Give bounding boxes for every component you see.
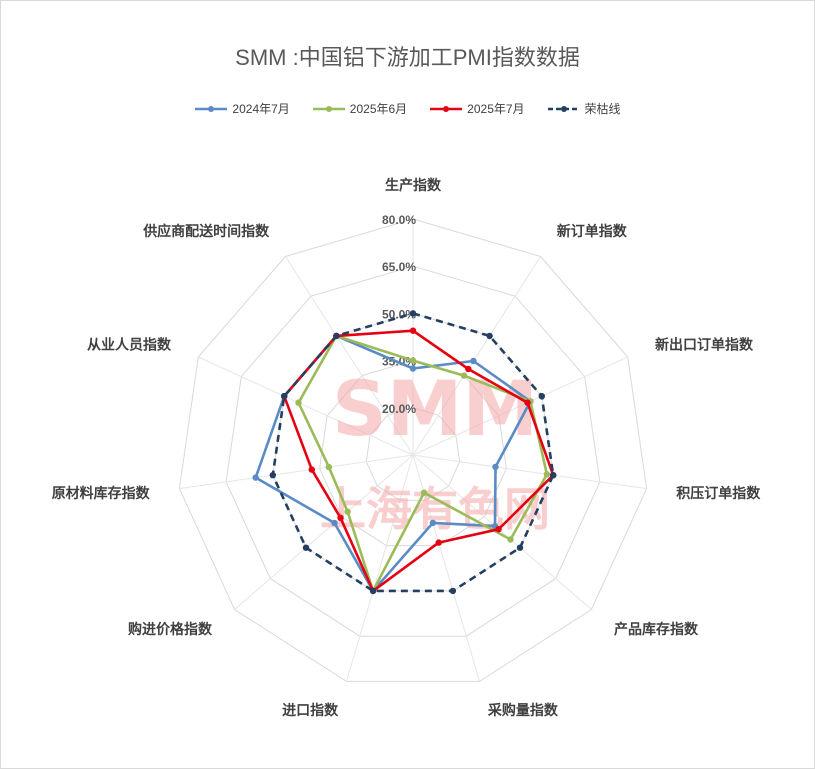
legend-swatch-0 [195, 105, 228, 112]
legend-item-3: 荣枯线 [547, 100, 621, 117]
tick-label-2: 50.0% [382, 307, 416, 321]
category-label-6: 进口指数 [282, 702, 339, 719]
spoke-8 [179, 454, 414, 490]
series-3-point-0 [409, 310, 417, 317]
series-1-point-8 [325, 463, 333, 471]
series-line-3 [271, 312, 555, 593]
grid-ring-0 [365, 407, 461, 501]
series-3-point-3 [550, 472, 557, 479]
tick-label-0: 20.0% [382, 402, 416, 416]
spoke-1 [412, 256, 542, 456]
legend-item-2: 2025年7月 [429, 100, 525, 117]
spoke-3 [412, 454, 647, 490]
category-label-0: 生产指数 [385, 177, 442, 194]
series-2-point-7 [337, 514, 344, 521]
legend-swatch-1 [312, 105, 345, 112]
grid-ring-3 [225, 265, 601, 637]
category-label-7: 购进价格指数 [128, 621, 213, 638]
series-2-point-1 [465, 365, 472, 373]
series-3-point-8 [269, 472, 276, 479]
series-0-point-0 [409, 365, 417, 372]
legend-label-2: 2025年7月 [467, 102, 525, 116]
series-3-point-5 [449, 587, 457, 595]
series-1-point-9 [295, 399, 302, 406]
legend-label-3: 荣枯线 [584, 102, 621, 116]
series-1-point-0 [409, 357, 417, 364]
category-label-2: 新出口订单指数 [655, 337, 754, 354]
series-0-point-7 [331, 519, 338, 527]
tick-label-4: 80.0% [382, 213, 416, 227]
series-3-point-7 [302, 544, 310, 551]
series-2-point-8 [308, 466, 315, 473]
series-1-point-7 [344, 508, 351, 515]
category-label-8: 原材料库存指数 [52, 485, 151, 502]
watermark-smm: SMM [332, 364, 538, 453]
series-3-point-10 [333, 332, 340, 340]
series-0-point-3 [492, 463, 499, 471]
category-label-10: 供应商配送时间指数 [142, 223, 270, 240]
legend: 2024年7月 2025年6月 2025年7月 荣枯线 [0, 100, 815, 117]
legend-label-0: 2024年7月 [232, 102, 290, 116]
watermark-cn: 上海有色网 [320, 482, 550, 536]
spoke-10 [284, 256, 414, 456]
series-3-point-6 [369, 587, 377, 595]
series-0-point-8 [252, 474, 259, 481]
spoke-9 [198, 356, 414, 456]
grid-ring-4 [178, 218, 648, 682]
category-label-4: 产品库存指数 [614, 621, 699, 638]
series-2-point-2 [524, 399, 531, 406]
category-label-1: 新订单指数 [557, 223, 628, 240]
legend-item-1: 2025年6月 [312, 100, 407, 117]
series-3-point-4 [516, 544, 524, 551]
legend-swatch-2 [430, 105, 463, 112]
series-2-point-5 [435, 539, 442, 546]
legend-label-1: 2025年6月 [349, 102, 408, 116]
series-1-point-5 [420, 489, 428, 496]
series-2-point-4 [495, 526, 502, 533]
spoke-7 [234, 454, 414, 610]
series-1-point-4 [507, 536, 514, 543]
series-line-2 [282, 329, 555, 593]
category-label-3: 积压订单指数 [676, 485, 761, 502]
series-1-point-3 [543, 471, 551, 478]
series-3-point-9 [281, 393, 288, 400]
series-0-point-1 [470, 357, 477, 365]
category-label-5: 采购量指数 [487, 702, 559, 719]
spoke-4 [412, 454, 592, 610]
series-3-point-1 [486, 332, 493, 340]
legend-item-0: 2024年7月 [194, 100, 290, 117]
category-label-9: 从业人员指数 [87, 337, 172, 354]
spoke-6 [346, 454, 414, 682]
series-2-point-0 [409, 327, 417, 334]
legend-swatch-3 [547, 105, 580, 112]
series-0-point-5 [429, 519, 437, 527]
spoke-2 [412, 356, 628, 456]
series-3-point-2 [538, 393, 545, 400]
tick-label-3: 65.0% [382, 260, 416, 274]
chart-title: SMM :中国铝下游加工PMI指数数据 [235, 45, 580, 70]
series-1-point-1 [460, 372, 468, 379]
